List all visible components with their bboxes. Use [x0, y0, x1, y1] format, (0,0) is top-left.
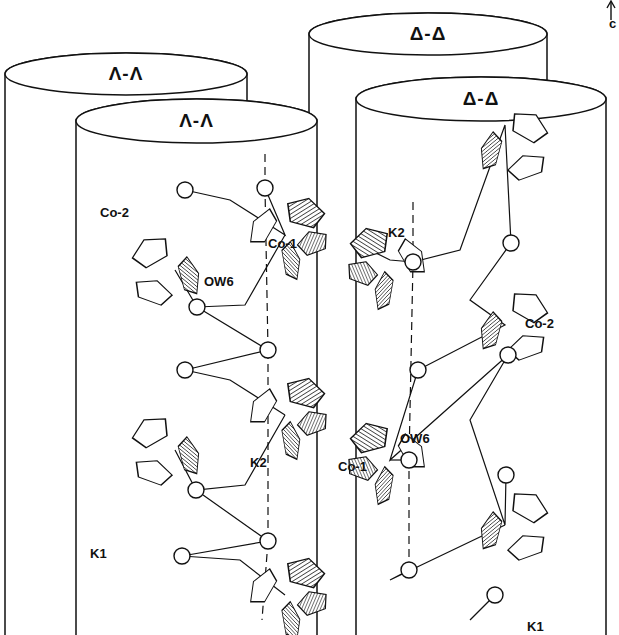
atom-label: K1 [90, 546, 107, 561]
atom-label: Co-1 [338, 459, 367, 474]
chirality-label: Δ-Δ [355, 88, 607, 110]
chirality-label: Λ-Λ [75, 110, 318, 132]
cylinder-outline [355, 76, 607, 635]
atom-label: Co-2 [100, 205, 129, 220]
chirality-label: Λ-Λ [4, 63, 248, 85]
atom-label: Co-1 [268, 236, 297, 251]
cylinder-column: Δ-Δ [355, 76, 607, 635]
cylinder-column: Λ-Λ [75, 98, 318, 635]
atom-label: K1 [527, 619, 544, 634]
atom-label: K2 [388, 225, 405, 240]
axis-label: c [609, 16, 616, 31]
cylinder-outline [75, 98, 318, 635]
atom-label: Co-2 [525, 316, 554, 331]
chirality-label: Δ-Δ [308, 23, 548, 45]
atom-label: OW6 [400, 431, 430, 446]
atom-label: K2 [250, 455, 267, 470]
atom-label: OW6 [204, 274, 234, 289]
